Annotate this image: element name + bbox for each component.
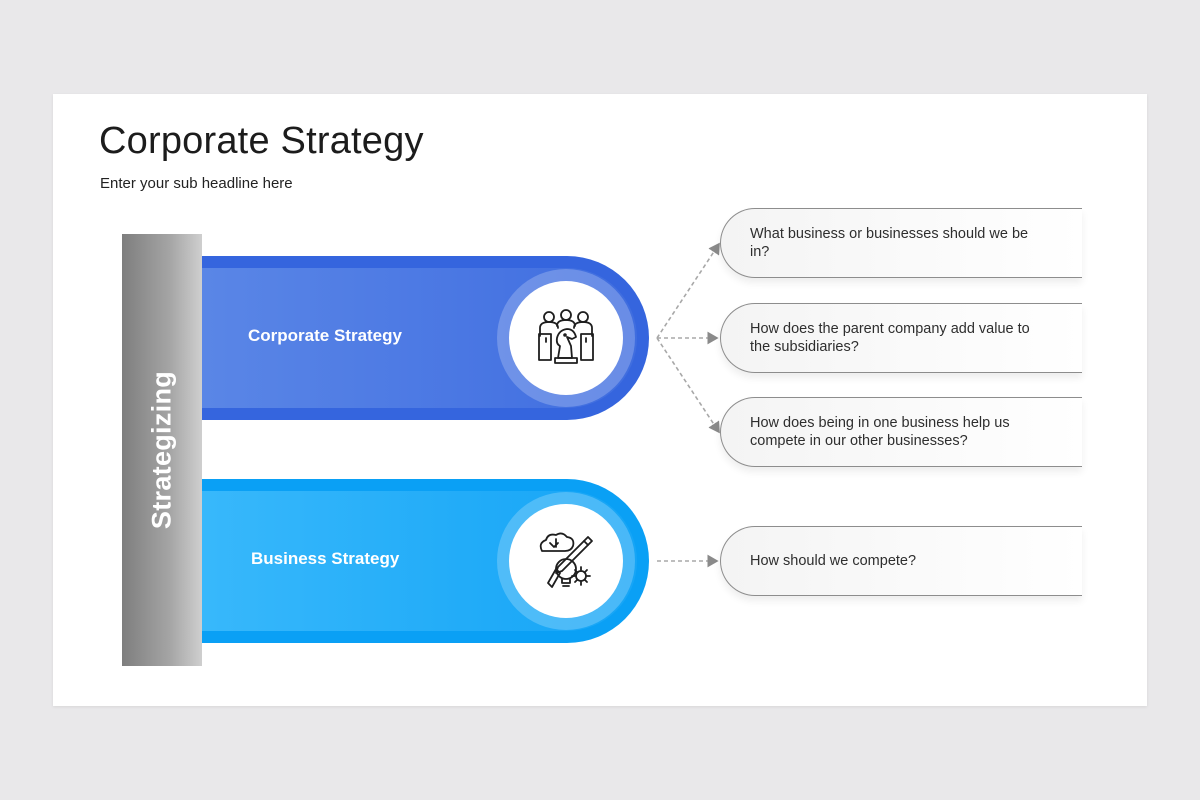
- connector-arrow: [656, 337, 720, 434]
- slide: Corporate Strategy Enter your sub headli…: [53, 94, 1147, 706]
- question-text: How does the parent company add value to…: [750, 321, 1030, 355]
- corporate-strategy-label: Corporate Strategy: [248, 326, 402, 345]
- question-box: How does the parent company add value to…: [720, 303, 1082, 373]
- icon-disc: [509, 504, 623, 618]
- team-chess-knight-icon: [538, 309, 594, 364]
- question-text: How does being in one business help us c…: [750, 415, 1010, 449]
- question-box: How does being in one business help us c…: [720, 397, 1082, 467]
- business-strategy-label: Business Strategy: [251, 549, 400, 568]
- icon-ring: [497, 492, 635, 630]
- icon-ring: [497, 269, 635, 407]
- question-text: How should we compete?: [750, 553, 917, 569]
- strategizing-bar: Strategizing: [122, 234, 202, 666]
- business-strategy-band: Business Strategy: [202, 479, 649, 643]
- question-box: How should we compete?: [720, 526, 1082, 596]
- icon-disc: [509, 281, 623, 395]
- connector-lines: [656, 242, 720, 568]
- idea-pencil-gear-icon: [539, 532, 593, 588]
- question-box: What business or businesses should we be…: [720, 208, 1082, 278]
- page-title: Corporate Strategy: [99, 120, 424, 162]
- page-subtitle: Enter your sub headline here: [100, 175, 293, 192]
- question-text: What business or businesses should we be…: [750, 226, 1029, 260]
- corporate-strategy-band: Corporate Strategy: [202, 256, 649, 420]
- connector-arrow: [656, 242, 720, 339]
